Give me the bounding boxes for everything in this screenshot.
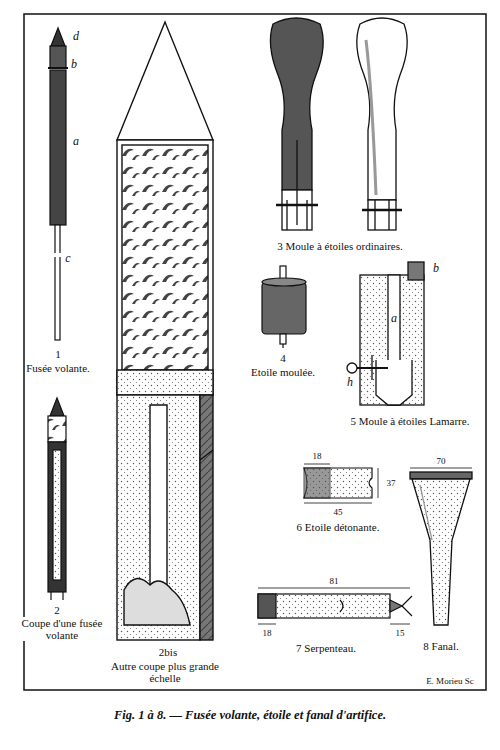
figure-number: 1 — [54, 348, 62, 360]
part-letter: b — [70, 58, 78, 70]
dimension: 15 — [395, 628, 406, 638]
figure-number: 2 — [53, 604, 61, 616]
dimension: 45 — [333, 507, 344, 517]
figure-number: 2bis — [158, 646, 178, 658]
part-letter: c — [64, 252, 71, 264]
dimension: 70 — [436, 456, 447, 466]
figure-caption: Fig. 1 à 8. — Fusée volante, étoile et f… — [10, 708, 490, 723]
figure-label: Fusée volante. — [25, 362, 91, 374]
dimension: 18 — [262, 628, 273, 638]
figure-label: 5 Moule à étoiles Lamarre. — [350, 415, 471, 427]
dimension: 37 — [386, 478, 397, 488]
part-letter: a — [390, 312, 398, 324]
figure-label: Coupe d'une fusée volante — [13, 617, 111, 641]
figure-label: Etoile moulée. — [250, 366, 316, 378]
signature: E. Morieu Sc — [425, 676, 475, 686]
figure-label: 6 Etoile détonante. — [296, 521, 381, 533]
figure-label: 8 Fanal. — [422, 640, 459, 652]
dimension: 18 — [312, 451, 323, 461]
part-letter: a — [72, 135, 80, 147]
figure-label: 3 Moule à étoiles ordinaires. — [276, 240, 404, 252]
part-letter: b — [432, 262, 440, 274]
figure-number: 4 — [279, 352, 287, 364]
part-letter: h — [346, 376, 354, 388]
part-letter: d — [72, 30, 80, 42]
dimension: 81 — [329, 576, 340, 586]
figure-label: 7 Serpenteau. — [295, 642, 357, 654]
figure-label: Autre coupe plus grande échelle — [104, 660, 226, 684]
